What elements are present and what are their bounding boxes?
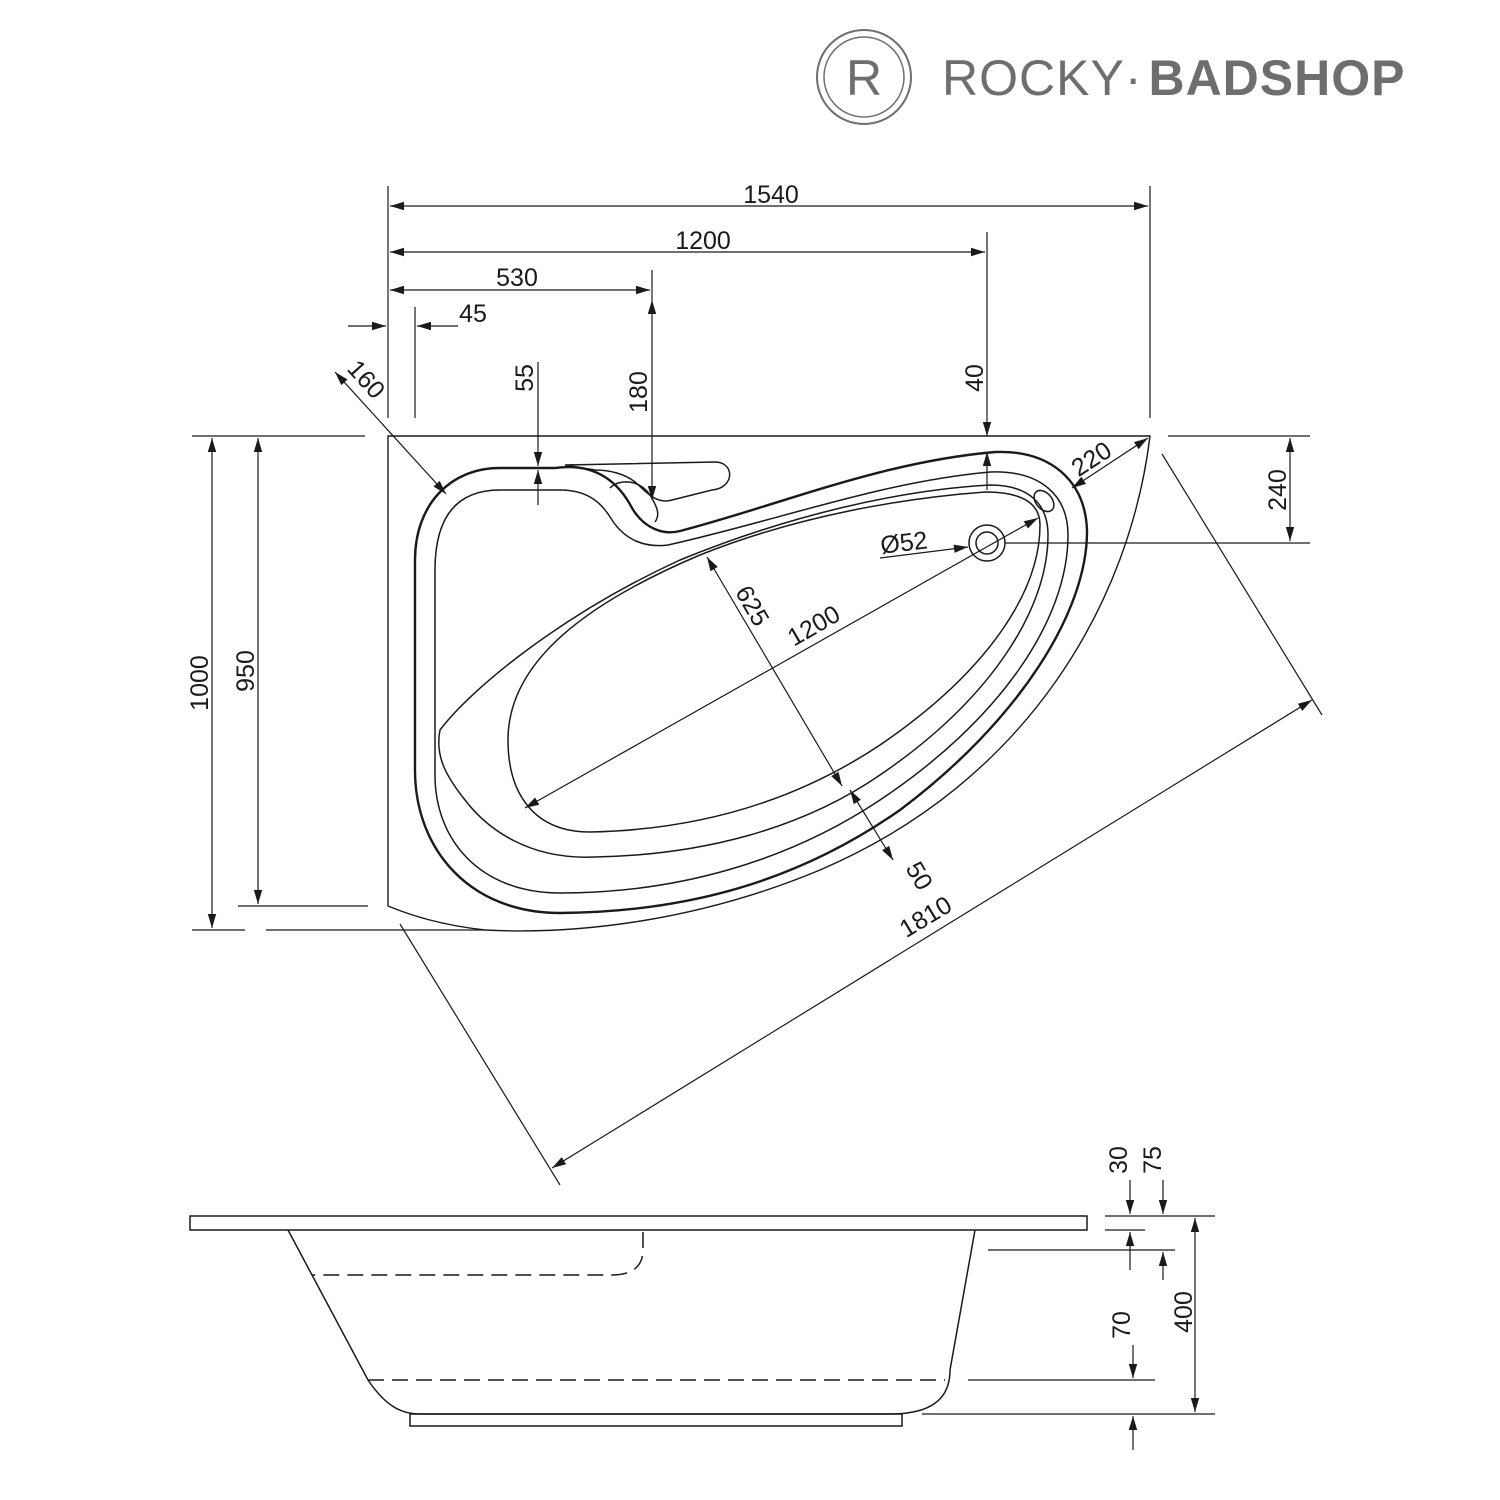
label-180: 180 (625, 371, 653, 413)
tub-inner-well (434, 471, 1069, 894)
label-75: 75 (1139, 1146, 1167, 1174)
dim-50 (849, 789, 894, 861)
label-30: 30 (1105, 1146, 1133, 1174)
overflow-hole (1033, 489, 1055, 513)
dim-drain-leader (879, 544, 969, 559)
tub-basin-floor (507, 491, 1041, 833)
label-240: 240 (1264, 469, 1292, 511)
side-rim (189, 1215, 1088, 1231)
label-950: 950 (232, 650, 260, 692)
brand-name-bold: BADSHOP (1148, 50, 1405, 106)
dim-1200-inner (524, 517, 1039, 809)
label-1810: 1810 (895, 891, 957, 944)
label-50: 50 (900, 857, 938, 895)
brand-logo: R ROCKY·BADSHOP (816, 29, 1406, 125)
ext-diag-lower (399, 923, 561, 1186)
plan-view: 1540 1200 530 45 160 55 180 40 220 240 Ø… (186, 181, 1323, 1186)
label-drain-diameter: Ø52 (879, 526, 929, 560)
label-220: 220 (1067, 436, 1117, 482)
brand-separator: · (1125, 50, 1143, 106)
headrest-recess (564, 461, 731, 502)
side-headrest-hidden (312, 1232, 644, 1276)
ext-diag-upper (1161, 453, 1323, 716)
side-view: 30 75 70 400 (189, 1146, 1215, 1450)
label-625: 625 (729, 581, 774, 631)
dim-625 (706, 556, 843, 787)
brand-name: ROCKY·BADSHOP (942, 50, 1406, 106)
logo-ring-outer (816, 29, 912, 125)
drain-outer (968, 524, 1006, 562)
label-400: 400 (1170, 1291, 1198, 1333)
dim-1810 (551, 699, 1313, 1169)
dim-160 (334, 371, 447, 495)
label-160: 160 (342, 355, 391, 405)
dim-220 (1071, 437, 1149, 489)
label-55: 55 (511, 364, 539, 392)
label-530: 530 (496, 264, 538, 292)
tub-rim-outline (413, 450, 1089, 915)
side-base (409, 1413, 903, 1427)
logo-ring-inner (823, 36, 905, 118)
label-1540: 1540 (743, 181, 799, 209)
label-1000: 1000 (186, 655, 214, 711)
logo-letter: R (846, 50, 882, 106)
label-40: 40 (961, 364, 989, 392)
label-70: 70 (1108, 1311, 1136, 1339)
side-body (287, 1229, 976, 1415)
brand-name-light: ROCKY (942, 50, 1125, 106)
label-1200-top: 1200 (675, 227, 731, 255)
label-45: 45 (459, 300, 487, 328)
